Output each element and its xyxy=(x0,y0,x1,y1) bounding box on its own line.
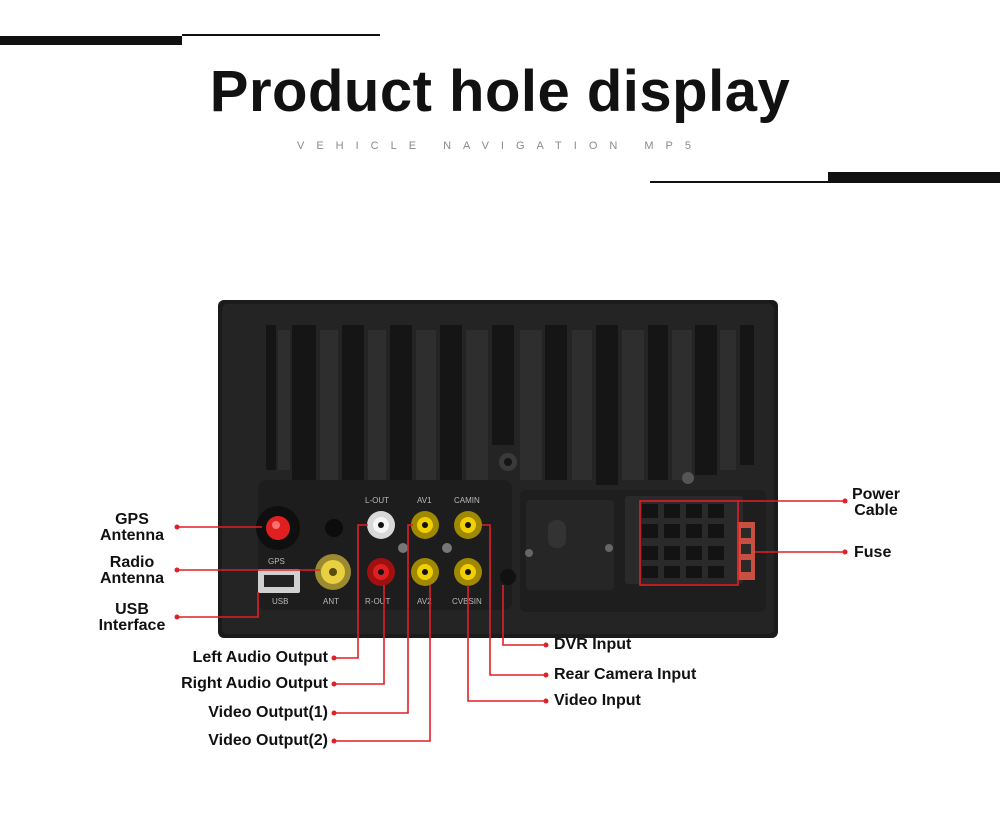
ant-port xyxy=(315,554,351,590)
av1-port-label: AV1 xyxy=(417,496,432,505)
rca-av1-port xyxy=(411,511,439,539)
label-left-audio-output: Left Audio Output xyxy=(192,649,328,666)
av2-port-label: AV2 xyxy=(417,597,432,606)
gps-port xyxy=(256,506,300,550)
top-left-thin-line xyxy=(182,34,380,36)
rca-camin-port xyxy=(454,511,482,539)
label-usb-interface-text: USB Interface xyxy=(98,601,166,634)
line-video-out-1 xyxy=(334,524,413,714)
lout-port-label: L-OUT xyxy=(365,496,389,505)
callout-lines xyxy=(177,500,845,742)
label-radio-antenna-text: Radio Antenna xyxy=(100,554,164,587)
cvbsin-port-label: CVBSIN xyxy=(452,597,482,606)
page-title: Product hole display xyxy=(209,59,791,124)
label-right-audio-output: Right Audio Output xyxy=(181,675,328,692)
label-video-output-2: Video Output(2) xyxy=(208,732,328,749)
label-power-cable: Power Cable xyxy=(840,487,912,519)
power-connector-outline xyxy=(639,500,739,586)
label-power-cable-text: Power Cable xyxy=(851,486,900,519)
line-dvr xyxy=(502,585,546,646)
right-thin-line xyxy=(650,181,828,183)
device-rear-panel: GPS USB ANT L-OUT R-OUT AV1 AV2 CAMIN CV… xyxy=(218,300,778,638)
heat-sink-fins xyxy=(266,325,754,485)
line-rear-camera xyxy=(482,524,546,676)
label-radio-antenna: Radio Antenna xyxy=(92,555,172,587)
rca-av2-port xyxy=(411,558,439,586)
right-thick-bar xyxy=(828,172,1000,183)
rca-lout-port xyxy=(367,511,395,539)
line-left-audio xyxy=(334,524,368,659)
top-left-thick-bar xyxy=(0,36,182,45)
usb-port-label: USB xyxy=(272,597,288,606)
rca-cvbsin-port xyxy=(454,558,482,586)
ant-port-label: ANT xyxy=(323,597,339,606)
fuse-slot xyxy=(737,522,755,580)
rout-port-label: R-OUT xyxy=(365,597,390,606)
line-right-audio xyxy=(334,585,385,685)
label-rear-camera-input: Rear Camera Input xyxy=(554,666,697,683)
line-usb xyxy=(177,592,259,618)
label-video-input: Video Input xyxy=(554,692,641,709)
line-video-out-2 xyxy=(334,585,431,742)
rca-rout-port xyxy=(367,558,395,586)
label-usb-interface: USB Interface xyxy=(92,602,172,634)
label-video-output-1: Video Output(1) xyxy=(208,704,328,721)
gps-port-label: GPS xyxy=(268,557,285,566)
page-subtitle: VEHICLE NAVIGATION MP5 xyxy=(296,140,703,152)
label-gps-antenna: GPS Antenna xyxy=(92,512,172,544)
label-dvr-input: DVR Input xyxy=(554,636,632,653)
camin-port-label: CAMIN xyxy=(454,496,480,505)
label-fuse: Fuse xyxy=(854,544,892,561)
usb-port xyxy=(258,569,300,593)
line-video-input xyxy=(467,585,546,702)
label-gps-antenna-text: GPS Antenna xyxy=(100,511,164,544)
